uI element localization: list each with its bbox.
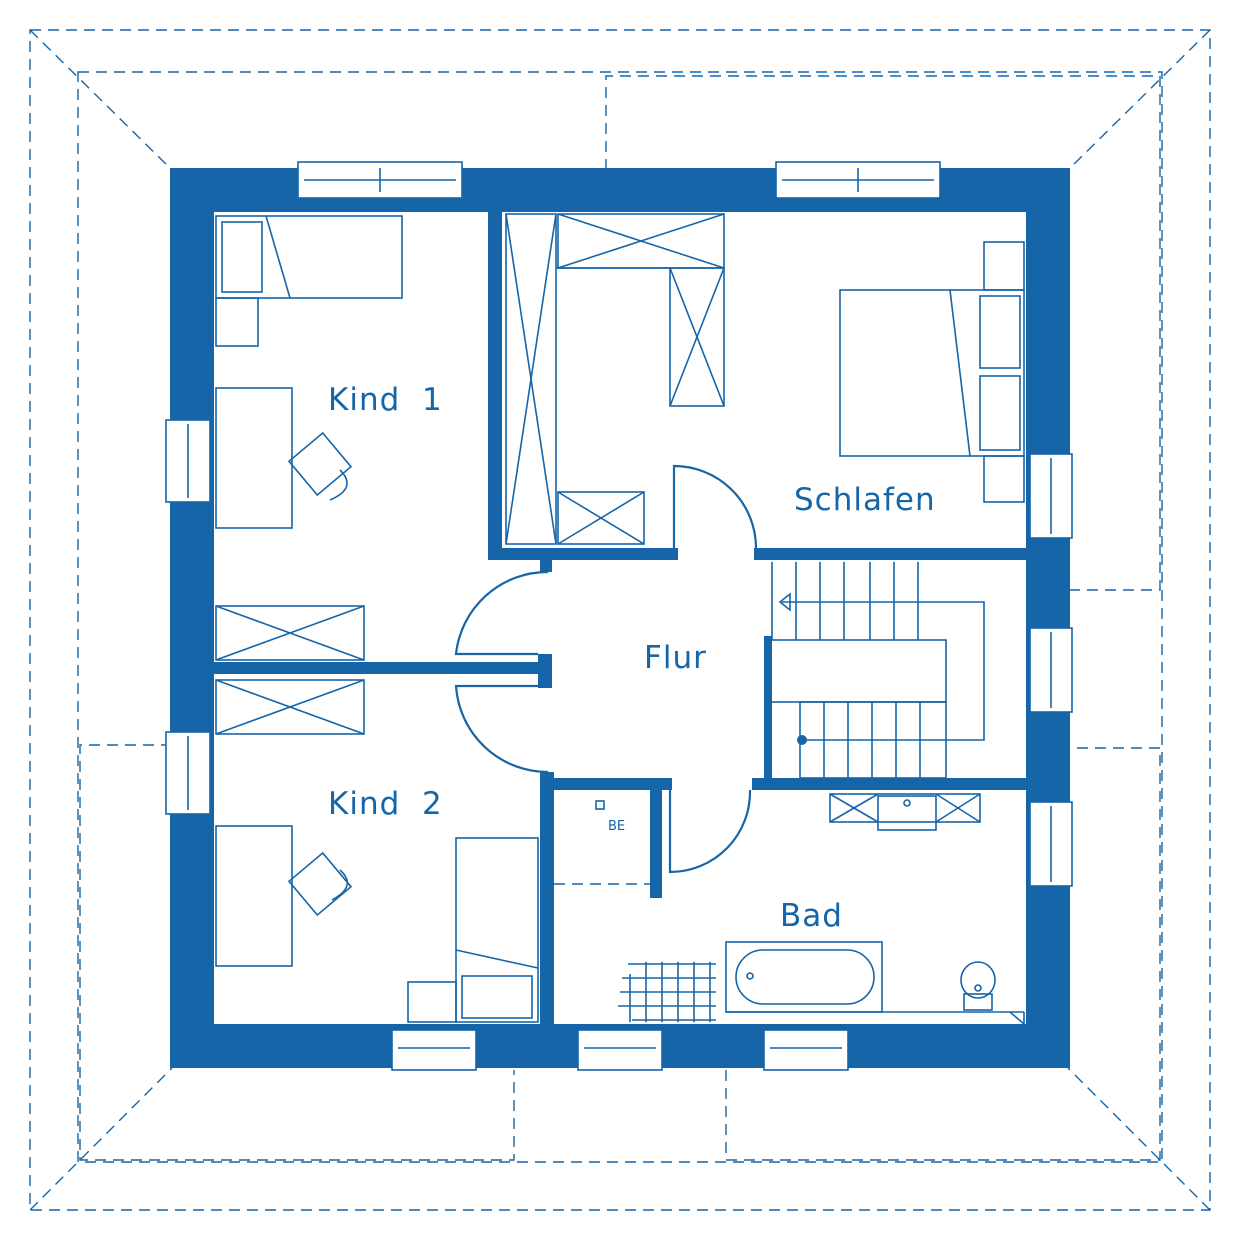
stair-treads-upper [795, 562, 919, 640]
outer-walls [170, 168, 1070, 1068]
stair-arrow-icon [778, 592, 791, 612]
door-kind1 [454, 570, 549, 656]
stair-walkline [782, 601, 985, 741]
kind1-furniture [215, 215, 403, 661]
window-bottom-bad-right [763, 1029, 849, 1071]
nightstand-bottom [983, 455, 1025, 503]
window-top-left [297, 161, 463, 199]
doors [454, 464, 758, 874]
double-bed [839, 289, 1025, 457]
bad-fixtures: BE [554, 793, 1025, 1026]
room-label-schlafen: Schlafen [794, 482, 936, 518]
be-fixture-icon [595, 800, 605, 810]
room-label-bad: Bad [780, 898, 843, 934]
schlafen-furniture [839, 241, 1025, 503]
toilet [960, 961, 996, 1011]
windows [165, 161, 1073, 1071]
be-label: BE [608, 819, 625, 834]
desk-kind2 [215, 825, 293, 967]
wardrobe-kind1 [215, 605, 365, 661]
window-bottom-kind2 [391, 1029, 477, 1071]
window-right-stair [1029, 627, 1073, 713]
window-left-kind2 [165, 731, 211, 815]
window-top-right [775, 161, 941, 199]
room-labels: Kind 1 Kind 2 Schlafen Flur Bad [328, 382, 936, 934]
window-bottom-bad-left [577, 1029, 663, 1071]
roof-outline [29, 29, 1211, 1211]
vanity-unit [829, 793, 981, 831]
door-bad [668, 789, 752, 874]
room-label-flur: Flur [644, 640, 707, 676]
interior-walls [214, 212, 1026, 1024]
window-right-schlafen [1029, 453, 1073, 539]
closets [505, 213, 725, 545]
door-kind2 [454, 684, 549, 774]
room-label-kind2: Kind 2 [328, 786, 443, 822]
window-right-bad [1029, 801, 1073, 887]
dimension-lines [79, 75, 1161, 1161]
chair-kind2 [287, 851, 353, 917]
wardrobe-kind2 [215, 679, 365, 735]
window-left-kind1 [165, 419, 211, 503]
stair-start-dot [797, 735, 807, 745]
desk-kind1 [215, 387, 293, 529]
staircase [769, 562, 985, 779]
bed-kind2 [407, 837, 539, 1023]
bathtub [725, 941, 883, 1013]
chair-kind1 [287, 431, 353, 501]
door-schlafen [672, 464, 758, 549]
kind2-furniture [215, 679, 539, 1023]
room-label-kind1: Kind 1 [328, 382, 443, 418]
bad-corner-mark [1009, 1011, 1025, 1026]
bed-kind1 [215, 215, 403, 347]
tile-grid [618, 962, 716, 1022]
nightstand-top [983, 241, 1025, 291]
